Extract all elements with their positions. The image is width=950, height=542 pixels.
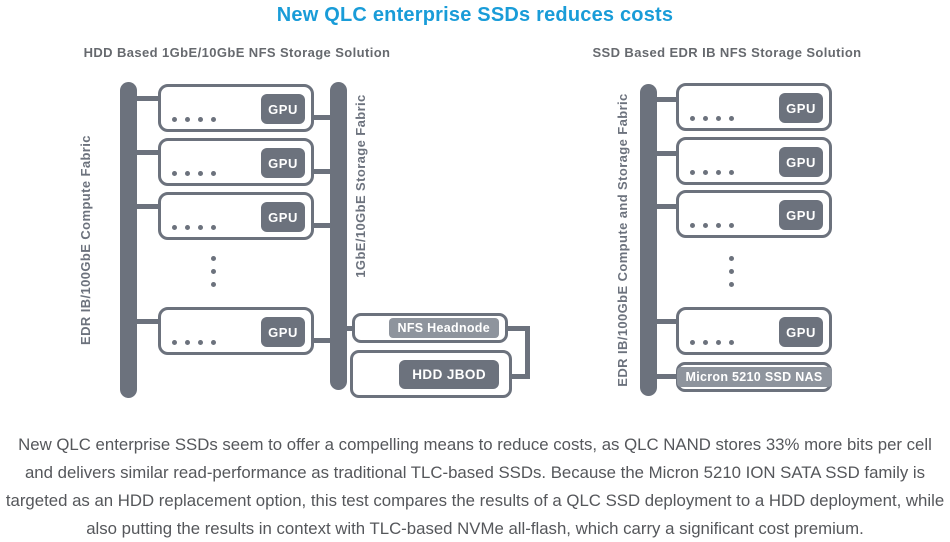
connector-elbow — [509, 374, 530, 379]
hdd-jbod-badge: HDD JBOD — [399, 359, 499, 389]
gpu-badge: GPU — [261, 94, 305, 124]
connector-stub — [135, 204, 160, 209]
storage-fabric-bar — [330, 82, 347, 390]
gpu-badge: GPU — [779, 147, 823, 177]
connector-stub — [655, 374, 677, 379]
gpu-server-node: GPU — [676, 83, 832, 131]
drive-led-dots — [690, 116, 734, 121]
compute-storage-fabric-label: EDR IB/100GbE Compute and Storage Fabric — [615, 93, 630, 387]
figure-title: New QLC enterprise SSDs reduces costs — [276, 4, 674, 26]
connector-elbow — [505, 326, 530, 331]
drive-led-dots — [690, 223, 734, 228]
gpu-badge: GPU — [779, 93, 823, 123]
right-diagram-heading: SSD Based EDR IB NFS Storage Solution — [592, 45, 862, 60]
drive-led-dots — [172, 225, 216, 230]
connector-stub — [655, 204, 677, 209]
drive-led-dots — [690, 340, 734, 345]
compute-storage-fabric-bar — [640, 84, 657, 396]
gpu-server-node: GPU — [158, 307, 314, 355]
gpu-server-node: GPU — [158, 192, 314, 240]
nfs-headnode-box: NFS Headnode — [352, 313, 508, 343]
gpu-badge: GPU — [261, 202, 305, 232]
drive-led-dots — [172, 171, 216, 176]
gpu-badge: GPU — [261, 317, 305, 347]
gpu-server-node: GPU — [158, 84, 314, 132]
compute-fabric-bar — [120, 82, 137, 398]
micron-ssd-nas-badge: Micron 5210 SSD NAS — [676, 367, 832, 387]
connector-stub — [310, 338, 332, 343]
connector-stub — [135, 319, 160, 324]
nfs-headnode-badge: NFS Headnode — [388, 318, 499, 338]
connector-stub — [310, 169, 332, 174]
storage-fabric-label: 1GbE/10GbE Storage Fabric — [353, 94, 368, 278]
gpu-badge: GPU — [261, 148, 305, 178]
connector-elbow — [525, 326, 530, 379]
caption-text: New QLC enterprise SSDs seem to offer a … — [5, 435, 945, 538]
connector-stub — [655, 97, 677, 102]
ellipsis-dots — [211, 256, 216, 287]
connector-stub — [135, 150, 160, 155]
ellipsis-dots — [729, 256, 734, 287]
connector-stub — [655, 151, 677, 156]
connector-stub — [135, 96, 160, 101]
gpu-server-node: GPU — [676, 137, 832, 185]
gpu-server-node: GPU — [676, 190, 832, 238]
connector-stub — [310, 223, 332, 228]
gpu-badge: GPU — [779, 200, 823, 230]
gpu-server-node: GPU — [158, 138, 314, 186]
left-diagram-heading: HDD Based 1GbE/10GbE NFS Storage Solutio… — [83, 45, 391, 60]
compute-fabric-label: EDR IB/100GbE Compute Fabric — [78, 135, 93, 345]
drive-led-dots — [172, 117, 216, 122]
gpu-badge: GPU — [779, 317, 823, 347]
hdd-jbod-box: HDD JBOD — [350, 350, 512, 398]
gpu-server-node: GPU — [676, 307, 832, 355]
drive-led-dots — [172, 340, 216, 345]
connector-stub — [655, 319, 677, 324]
connector-stub — [344, 326, 354, 331]
micron-ssd-nas-box: Micron 5210 SSD NAS — [676, 362, 832, 392]
connector-stub — [310, 115, 332, 120]
drive-led-dots — [690, 170, 734, 175]
